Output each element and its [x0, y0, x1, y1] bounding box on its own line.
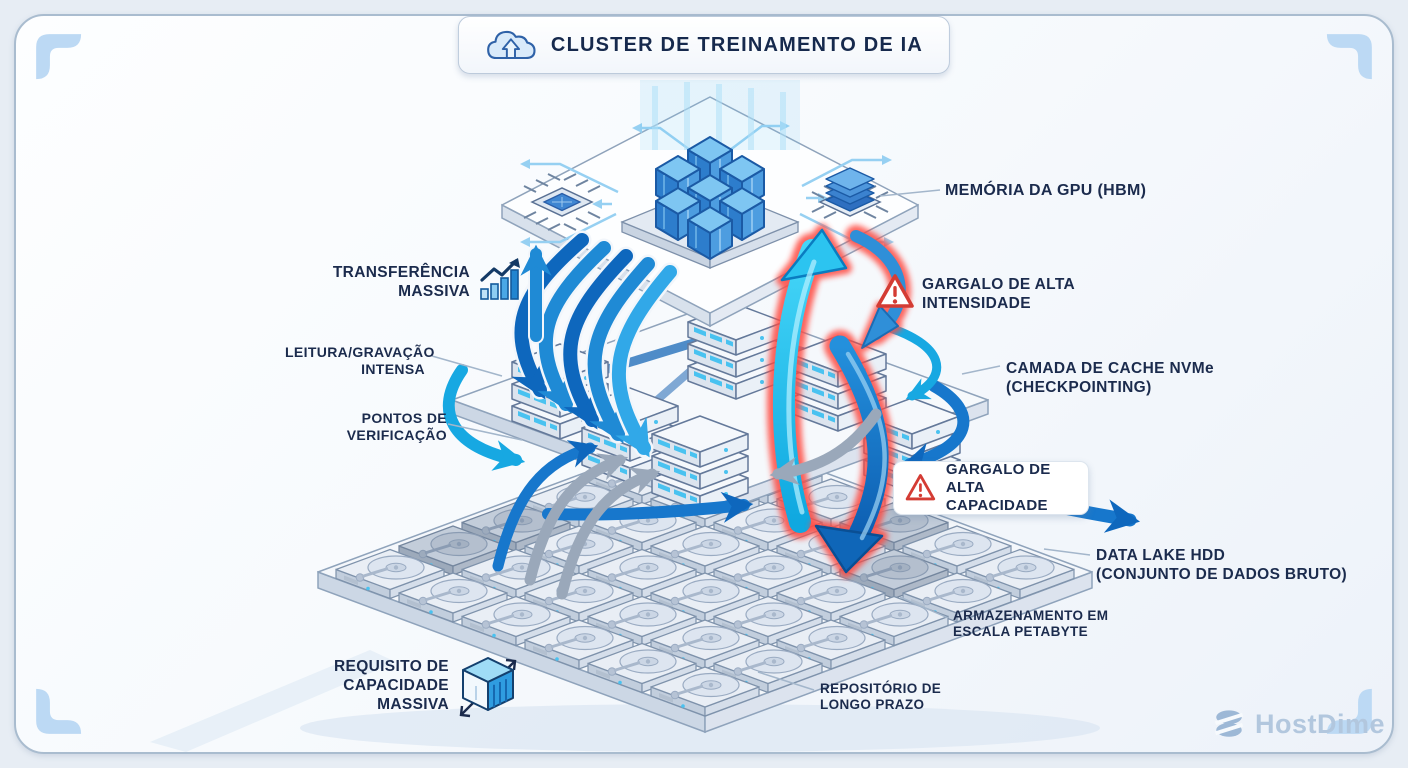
compute-glow [640, 80, 800, 150]
transfer-ribbons [511, 230, 680, 458]
corner-bracket-top-left [26, 24, 84, 82]
warning-icon-capacity [905, 474, 936, 501]
corner-bracket-bottom-right [1324, 686, 1382, 744]
label-intense-read-write: LEITURA/GRAVAÇÃO INTENSA [285, 344, 435, 378]
cache-circulation-arrows [442, 321, 970, 523]
title-banner: CLUSTER DE TREINAMENTO DE IA [457, 16, 951, 74]
label-massive-capacity-requirement: REQUISITO DE CAPACIDADE MASSIVA [333, 658, 449, 713]
label-checkpoints: PONTOS DE VERIFICAÇÃO [346, 410, 447, 444]
label-gpu-memory: MEMÓRIA DA GPU (HBM) [945, 182, 1147, 199]
label-high-capacity-bottleneck: GARGALO DE ALTA CAPACIDADE [945, 461, 1051, 514]
corner-bracket-top-right [1324, 24, 1382, 82]
label-petabyte-storage: ARMAZENAMENTO EM ESCALA PETABYTE [953, 608, 1109, 640]
gpu-chip [523, 173, 601, 231]
label-high-intensity-bottleneck: GARGALO DE ALTA INTENSIDADE [922, 276, 1076, 312]
hbm-chip [811, 167, 889, 219]
label-leader-lines [431, 189, 1091, 691]
hdd-to-nvme-arrows [492, 440, 661, 600]
brand-name: HostDime [1255, 708, 1386, 739]
label-nvme-cache: CAMADA DE CACHE NVMe (CHECKPOINTING) [1006, 360, 1214, 396]
high-capacity-bottleneck-callout: GARGALO DE ALTA CAPACIDADE [893, 461, 1089, 515]
label-massive-transfer: TRANSFERÊNCIA MASSIVA [332, 264, 470, 300]
label-hdd-data-lake: DATA LAKE HDD (CONJUNTO DE DADOS BRUTO) [1096, 547, 1348, 583]
gpu-compute-cluster [620, 136, 800, 269]
brand-logo: HostDime [1212, 708, 1385, 740]
corner-bracket-bottom-left [26, 686, 84, 744]
layers-icon [1214, 710, 1244, 737]
high-capacity-bottleneck-arrow [810, 330, 895, 578]
page-title: CLUSTER DE TREINAMENTO DE IA [550, 33, 924, 56]
cloud-upload-icon [487, 30, 536, 60]
capacity-cube-icon [452, 650, 524, 729]
throughput-chart-icon [478, 256, 524, 307]
warning-icon-intensity [874, 272, 916, 317]
label-long-term-repository: REPOSITÓRIO DE LONGO PRAZO [820, 681, 942, 713]
